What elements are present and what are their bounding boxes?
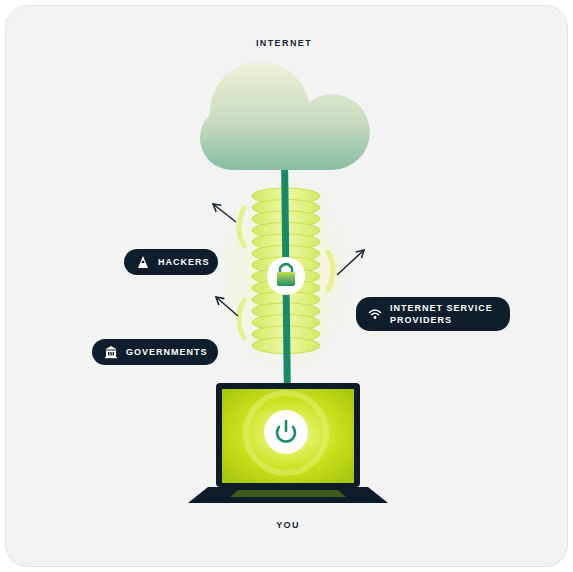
cloud-shape <box>198 62 370 170</box>
threat-pill: INTERNET SERVICE PROVIDERS <box>356 297 510 331</box>
frame <box>6 6 568 567</box>
threat-pill: GOVERNMENTS <box>92 339 218 365</box>
pill-label: GOVERNMENTS <box>126 346 208 358</box>
cloud-node: INTERNET <box>198 62 370 170</box>
wifi-icon <box>368 307 382 321</box>
laptop-shape <box>188 383 388 505</box>
node-label: YOU <box>188 520 388 530</box>
hacker-icon <box>136 255 150 269</box>
threat-pill: HACKERS <box>124 249 218 275</box>
node-label: INTERNET <box>198 38 370 48</box>
lock-shackle <box>280 264 292 273</box>
laptop-node: YOU <box>188 383 388 505</box>
pill-label: INTERNET SERVICE PROVIDERS <box>390 302 500 326</box>
pill-label: HACKERS <box>158 256 210 268</box>
lock-body <box>277 272 295 286</box>
lock-badge <box>267 257 305 295</box>
government-icon <box>104 345 118 359</box>
